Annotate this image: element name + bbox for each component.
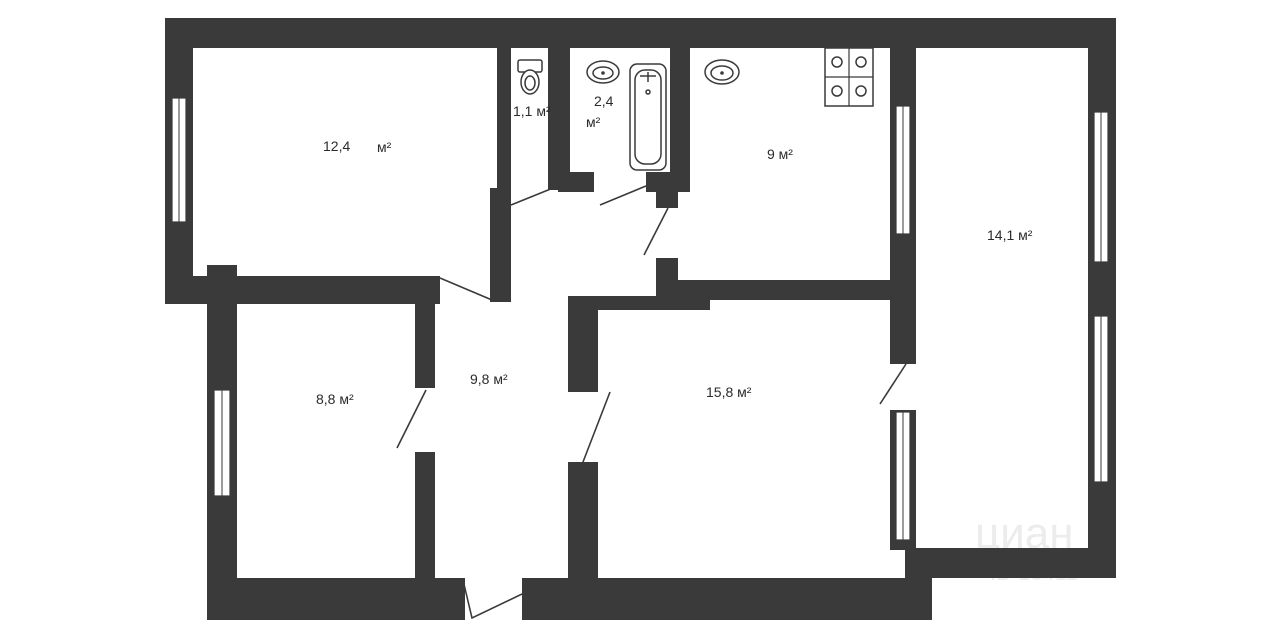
- wall-top: [165, 18, 1115, 48]
- room-12-4-area: 12,4: [323, 138, 350, 154]
- kitchen-area: 9 м²: [767, 146, 793, 162]
- wall-bottom-right-step: [905, 548, 932, 620]
- wall-toilet-left: [497, 48, 511, 188]
- walls: [165, 18, 1116, 620]
- wall-toilet-bath: [548, 48, 570, 190]
- wall-bath-bottom-left: [558, 172, 594, 192]
- door-room-14: [879, 363, 907, 405]
- wall-kitchen-jamb: [656, 190, 678, 208]
- wall-room8-right-upper: [415, 296, 435, 388]
- door-room-12: [439, 277, 493, 301]
- bathtub-icon: [629, 63, 667, 171]
- toilet-icon: [517, 59, 543, 95]
- room-14-1-area: 14,1 м²: [987, 227, 1033, 243]
- wall-room15-top: [590, 296, 710, 310]
- room-labels: 12,4 м² 1,1 м² 2,4 м² 9 м² 14,1 м² 8,8 м…: [316, 93, 1033, 407]
- room-8-8-area: 8,8 м²: [316, 391, 354, 407]
- door-toilet: [510, 185, 559, 206]
- room-12-4-unit: м²: [377, 139, 392, 155]
- wall-bottom-mid: [522, 578, 932, 620]
- bathroom-unit: м²: [586, 114, 601, 130]
- sink-icon: [586, 60, 620, 84]
- door-room-8: [396, 389, 427, 449]
- room-15-8-area: 15,8 м²: [706, 384, 752, 400]
- toilet-area: 1,1 м²: [513, 103, 551, 119]
- wall-room8-right-lower: [415, 452, 435, 580]
- wall-hall-right-upper: [568, 296, 598, 392]
- wall-hall-left-top: [490, 188, 511, 302]
- hall-area: 9,8 м²: [470, 371, 508, 387]
- wall-under-room-12: [165, 276, 440, 304]
- windows: [171, 97, 1109, 541]
- wall-bottom-left: [207, 578, 465, 620]
- door-bathroom: [599, 185, 647, 206]
- wall-hall-right-lower: [568, 462, 598, 580]
- wall-kitchen-bottom: [656, 280, 916, 300]
- stove-icon: [824, 47, 874, 107]
- door-room-15: [582, 391, 611, 463]
- wall-bath-kitchen: [670, 48, 690, 192]
- wall-bottom-right: [905, 548, 1115, 578]
- door-entrance: [462, 579, 523, 620]
- sink-icon: [704, 59, 740, 85]
- doors: [396, 185, 907, 620]
- bathroom-area: 2,4: [594, 93, 614, 109]
- wall-right: [1088, 18, 1116, 578]
- door-kitchen: [643, 207, 669, 256]
